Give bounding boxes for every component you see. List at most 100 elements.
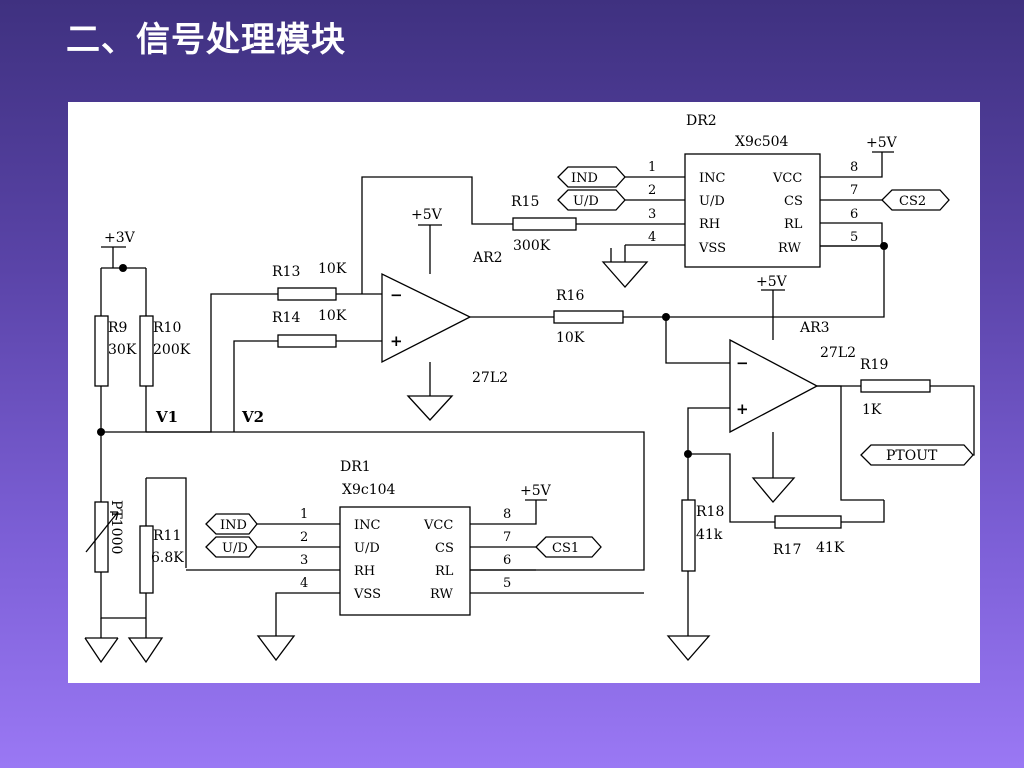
- r11-name: R11: [153, 528, 181, 544]
- r19-name: R19: [860, 357, 888, 373]
- dr2-tag-ud-text: U/D: [573, 194, 599, 209]
- r15-value: 300K: [513, 238, 551, 254]
- junction-dots: [97, 242, 888, 458]
- resistor-r9-body: [94, 315, 109, 387]
- supply-ticks: [101, 151, 894, 501]
- dr2-name: DR2: [686, 113, 717, 129]
- r14-name: R14: [272, 310, 300, 326]
- supply-5v-ar2-label: +5V: [411, 207, 443, 223]
- ic-dr2-body: [684, 153, 821, 268]
- dr1-part: X9c104: [342, 482, 396, 498]
- dr1-pin-ud: U/D: [354, 541, 380, 556]
- ar3-name: AR3: [799, 320, 830, 336]
- ar3-minus-sign: −: [736, 354, 749, 372]
- r14-value: 10K: [318, 308, 347, 324]
- r15-name: R15: [511, 194, 539, 210]
- r9-value: 30K: [108, 342, 137, 358]
- tag-dr2-ind: [557, 166, 626, 188]
- dr2-pin-inc: INC: [699, 171, 726, 186]
- resistor-r16-body: [553, 310, 624, 324]
- ar3-part: 27L2: [820, 345, 856, 361]
- dr1-pin-rl: RL: [435, 564, 454, 579]
- ptout-text: PTOUT: [886, 448, 938, 464]
- ground-icon: [406, 395, 454, 421]
- dr2-pin-rw: RW: [778, 241, 802, 256]
- dr2-num-2: 2: [648, 183, 656, 198]
- supply-5v-dr2-label: +5V: [866, 135, 898, 151]
- pt1000-sensor: [85, 501, 119, 573]
- ground-icon: [601, 261, 649, 288]
- dr1-pin-rw: RW: [430, 587, 454, 602]
- r19-value: 1K: [862, 402, 882, 418]
- dr1-name: DR1: [340, 459, 371, 475]
- dr1-tag-ud-text: U/D: [222, 541, 248, 556]
- ar2-minus-sign: −: [390, 286, 403, 304]
- r18-name: R18: [696, 504, 724, 520]
- ar3-plus-sign: +: [736, 400, 749, 418]
- dr2-pin-vcc: VCC: [772, 171, 802, 186]
- dr1-num-8: 8: [503, 507, 511, 522]
- r16-value: 10K: [556, 330, 585, 346]
- tag-ptout: [860, 444, 974, 466]
- wires: [100, 152, 975, 638]
- ground-icon: [751, 477, 796, 504]
- resistor-r11-body: [139, 525, 154, 594]
- ic-dr1-body: [339, 506, 471, 616]
- supply-5v-ar3-label: +5V: [756, 274, 788, 290]
- dr1-num-2: 2: [300, 530, 308, 545]
- dr2-tag-ind-text: IND: [571, 171, 598, 186]
- r17-value: 41K: [816, 540, 845, 556]
- dr1-tag-ind-text: IND: [220, 518, 247, 533]
- dr1-pin-vcc: VCC: [423, 518, 453, 533]
- ground-icon: [666, 635, 711, 662]
- pt1000-label: PT1000: [108, 500, 124, 554]
- cs1-text: CS1: [552, 541, 579, 556]
- cs2-text: CS2: [899, 194, 926, 209]
- r18-value: 41k: [696, 527, 723, 543]
- resistor-r18-body: [681, 499, 696, 572]
- dr2-num-7: 7: [850, 183, 858, 198]
- tag-dr1-ind: [205, 513, 258, 535]
- dr2-num-8: 8: [850, 160, 858, 175]
- dr2-num-6: 6: [850, 207, 858, 222]
- dr1-num-4: 4: [300, 576, 308, 591]
- resistor-r10-body: [139, 315, 154, 387]
- r16-name: R16: [556, 288, 584, 304]
- resistor-r14-body: [277, 334, 337, 348]
- dr2-pin-cs: CS: [784, 194, 803, 209]
- dr1-num-5: 5: [503, 576, 511, 591]
- supply-5v-dr1-label: +5V: [520, 483, 552, 499]
- r13-name: R13: [272, 264, 300, 280]
- resistor-r17-body: [774, 515, 842, 529]
- tag-dr2-ud: [557, 189, 626, 211]
- dr2-num-5: 5: [850, 230, 858, 245]
- dr1-num-7: 7: [503, 530, 511, 545]
- r10-value: 200K: [153, 342, 191, 358]
- dr2-num-3: 3: [648, 207, 656, 222]
- slide-title: 二、信号处理模块: [66, 20, 346, 60]
- dr1-num-6: 6: [503, 553, 511, 568]
- dr1-pin-vss: VSS: [353, 587, 381, 602]
- dr1-num-3: 3: [300, 553, 308, 568]
- r10-name: R10: [153, 320, 181, 336]
- supply-3v-label: +3V: [104, 230, 136, 246]
- ground-icon: [84, 637, 164, 664]
- dr1-num-1: 1: [300, 507, 308, 522]
- resistor-r13-body: [277, 287, 337, 301]
- ar2-name: AR2: [472, 250, 503, 266]
- opamp-ar3: [729, 338, 819, 434]
- ar2-plus-sign: +: [390, 332, 403, 350]
- dr2-pin-ud: U/D: [699, 194, 725, 209]
- r11-value: 6.8K: [151, 550, 184, 566]
- dr2-num-1: 1: [648, 160, 656, 175]
- ar2-part: 27L2: [472, 370, 508, 386]
- tag-dr1-ud: [205, 536, 258, 558]
- resistor-r19-body: [860, 379, 931, 393]
- dr2-num-4: 4: [648, 230, 656, 245]
- opamp-ar2: [381, 272, 472, 364]
- node-v2-label: V2: [241, 408, 264, 426]
- circuit-schematic: +3V +5V +5V +5V +5V R9 30K R10 200K R11 …: [84, 113, 975, 664]
- tag-cs2: [881, 189, 950, 211]
- r17-name: R17: [773, 542, 801, 558]
- dr2-pin-rl: RL: [784, 217, 803, 232]
